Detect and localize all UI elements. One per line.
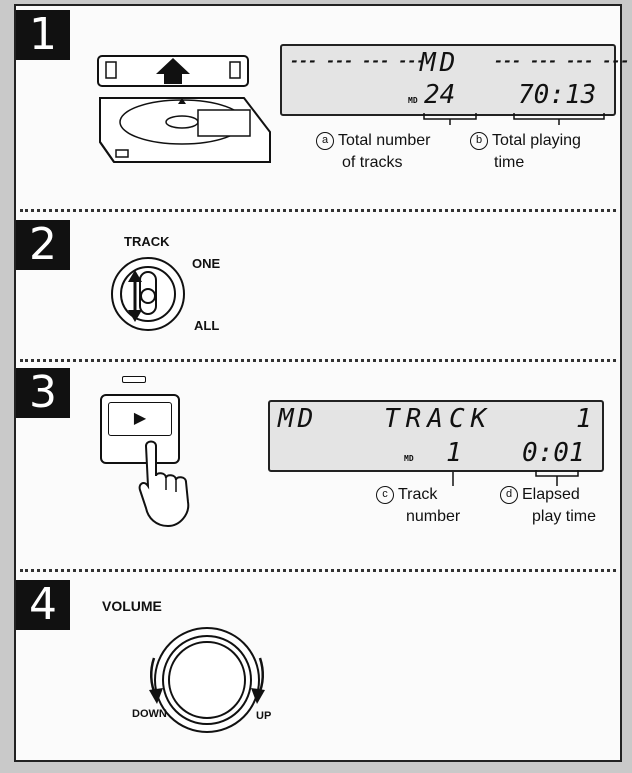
play-icon: ▶ xyxy=(108,402,172,436)
lcd-md-badge: MD xyxy=(408,96,418,105)
divider-1 xyxy=(20,209,616,212)
down-arrow-icon xyxy=(149,688,163,704)
lcd-mode: TRACK xyxy=(384,404,493,434)
play-indicator-led xyxy=(122,376,146,383)
volume-down-label: DOWN xyxy=(132,708,167,720)
lcd-total-time: 70:13 xyxy=(518,80,597,110)
label-total-tracks-line2: of tracks xyxy=(342,154,403,171)
lcd-source: MD xyxy=(420,48,460,78)
track-switch-title: TRACK xyxy=(124,234,170,249)
marker-a: a xyxy=(316,132,334,150)
volume-up-label: UP xyxy=(256,710,272,722)
label-elapsed-time-line1: Elapsed xyxy=(522,486,580,503)
step-2: 2 TRACK ONE ALL xyxy=(16,214,620,356)
lcd-track-big: 1 xyxy=(576,404,592,434)
lcd-display-summary: --- --- --- --- MD --- --- --- --- MD 24… xyxy=(280,44,629,116)
lcd-display-playing: MD TRACK 1 MD 1 0:01 xyxy=(268,400,604,472)
marker-d: d xyxy=(500,486,518,504)
volume-knob[interactable] xyxy=(132,614,282,752)
md-tray-illustration xyxy=(97,55,271,163)
lcd-brackets-1 xyxy=(423,113,605,125)
lcd-elapsed-time: 0:01 xyxy=(522,438,585,468)
instruction-panel: 1 --- --- --- --- MD --- --- --- --- MD … xyxy=(14,4,629,762)
lcd-dashes-right: --- --- --- --- xyxy=(494,52,630,70)
step-1-number: 1 xyxy=(16,10,70,60)
divider-3 xyxy=(20,569,616,572)
track-switch-dial[interactable] xyxy=(108,254,188,334)
lcd-md-badge-2: MD xyxy=(404,454,414,463)
label-total-time-line2: time xyxy=(494,154,525,171)
track-switch-one: ONE xyxy=(192,256,221,271)
label-total-tracks-line1: Total number xyxy=(338,132,431,149)
label-elapsed-time-line2: play time xyxy=(532,508,597,525)
marker-b: b xyxy=(470,132,488,150)
step-3-number: 3 xyxy=(16,368,70,418)
lcd-pointers-3 xyxy=(452,470,579,486)
label-track-number-line1: Track xyxy=(398,486,438,503)
step-2-number: 2 xyxy=(16,220,70,270)
label-total-time-line1: Total playing xyxy=(492,132,581,149)
hand-pressing-icon xyxy=(138,440,190,528)
lcd-source-2: MD xyxy=(278,404,318,434)
divider-2 xyxy=(20,359,616,362)
lcd-total-tracks: 24 xyxy=(424,80,456,110)
step-4: 4 VOLUME DOWN UP xyxy=(16,574,620,760)
up-arrow-icon xyxy=(251,688,265,704)
lcd-track-number: 1 xyxy=(446,438,462,468)
track-switch-all: ALL xyxy=(194,318,220,333)
marker-c: c xyxy=(376,486,394,504)
volume-title: VOLUME xyxy=(102,598,162,614)
step-1: 1 --- --- --- --- MD --- --- --- --- MD … xyxy=(16,6,629,206)
step-4-number: 4 xyxy=(16,580,70,630)
lcd-dashes-left: --- --- --- --- xyxy=(290,52,426,70)
play-button[interactable]: ▶ xyxy=(100,394,180,464)
label-track-number-line2: number xyxy=(406,508,461,525)
